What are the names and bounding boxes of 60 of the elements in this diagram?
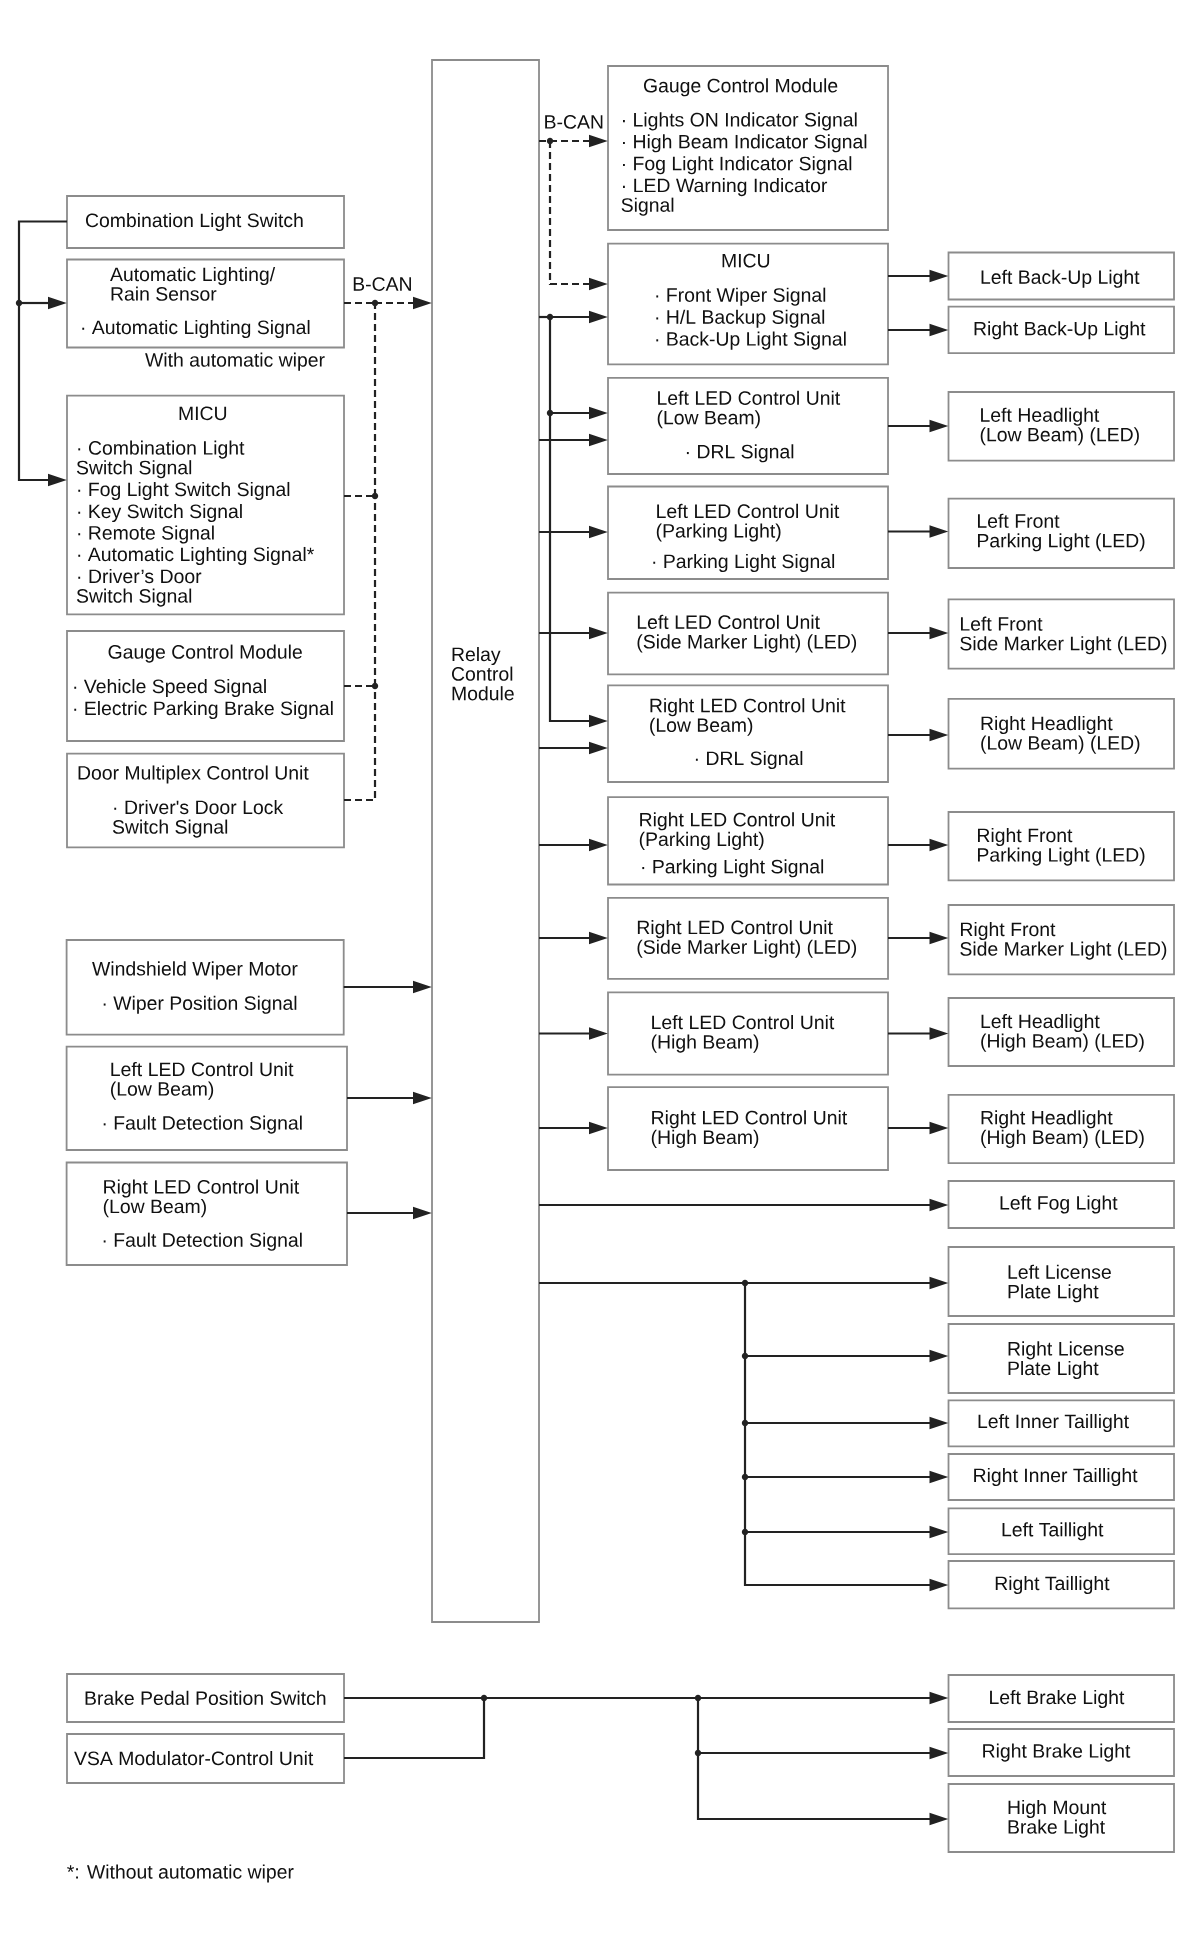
control-unit-box: Left LED Control Unit (Low Beam) · Fault Detection Signal <box>65 1045 348 1151</box>
connector-line <box>484 1696 698 1700</box>
sensor-box: Automatic Lighting/ Rain Sensor · Automatic Lighting Signal <box>66 258 345 349</box>
connector-line <box>743 1423 747 1477</box>
light-box: Right Headlight (High Beam) (LED) <box>947 1093 1175 1165</box>
control-unit-box: Right LED Control Unit (Parking Light) · Parking Light Signal <box>607 796 889 886</box>
light-box: Left Front Parking Light (LED) <box>947 497 1175 569</box>
control-unit-box: Gauge Control Module · Lights ON Indicator Signal · High Beam Indicator Signal · Fog Light Indicator Signal · LED Warning Indicator Signal <box>607 65 889 231</box>
light-box: Right Front Parking Light (LED) <box>947 811 1175 882</box>
light-box: Right Headlight (Low Beam) (LED) <box>947 697 1175 770</box>
control-unit-box: Door Multiplex Control Unit · Driver's Door Lock Switch Signal <box>66 752 345 849</box>
light-box: Left Front Side Marker Light (LED) <box>947 598 1175 670</box>
control-unit-box: Right LED Control Unit (High Beam) <box>607 1086 889 1171</box>
control-unit-box: Left LED Control Unit (Side Marker Light) (LED) <box>607 591 889 676</box>
light-box: Left Headlight (High Beam) (LED) <box>947 997 1175 1067</box>
edge-label: B-CAN <box>351 276 414 292</box>
relay-module-box: Relay Control Module <box>431 59 540 1623</box>
dashed-line <box>344 684 375 688</box>
dashed-line <box>344 301 375 305</box>
connector-line <box>539 1281 745 1285</box>
footnote: *: Without automatic wiper <box>67 1864 294 1883</box>
light-box: Left Fog Light <box>947 1180 1175 1229</box>
light-box: High Mount Brake Light <box>947 1783 1175 1853</box>
light-box: Left Taillight <box>947 1507 1175 1556</box>
dashed-line <box>344 494 375 498</box>
light-box: Left Back-Up Light <box>947 251 1175 301</box>
control-unit-box: Right LED Control Unit (Low Beam) · DRL Signal <box>607 684 889 783</box>
control-unit-box: Left LED Control Unit (Low Beam) · DRL Signal <box>607 376 889 475</box>
light-box: Right Brake Light <box>947 1728 1175 1777</box>
control-unit-box: Right LED Control Unit (Side Marker Light) (LED) <box>607 897 889 980</box>
dashed-line <box>373 303 377 496</box>
control-unit-box: Gauge Control Module · Vehicle Speed Signal · Electric Parking Brake Signal <box>66 630 345 742</box>
light-box: Left Inner Taillight <box>947 1399 1175 1448</box>
light-box: Right Front Side Marker Light (LED) <box>947 904 1175 976</box>
connector-line <box>696 1698 700 1753</box>
light-box: Right Back-Up Light <box>947 305 1175 355</box>
connector-line <box>344 1698 486 1760</box>
control-unit-box: VSA Modulator-Control Unit <box>66 1733 345 1784</box>
edge-label: B-CAN <box>542 114 605 130</box>
light-box: Right Taillight <box>947 1560 1175 1610</box>
switch-box: Brake Pedal Position Switch <box>66 1673 345 1723</box>
control-unit-box: MICU · Combination Light Switch Signal · Fog Light Switch Signal · Key Switch Signal · Remote Signal · Automatic Lighting Signal* · Driver’s Door Switch Signal <box>66 394 345 616</box>
connector-line <box>548 317 552 413</box>
control-unit-box: Right LED Control Unit (Low Beam) · Fault Detection Signal <box>65 1161 348 1266</box>
light-box: Right Inner Taillight <box>947 1453 1175 1501</box>
connector-line <box>743 1477 747 1532</box>
light-box: Left Headlight (Low Beam) (LED) <box>947 391 1175 462</box>
connector-line <box>344 1696 484 1700</box>
connector-line <box>743 1356 747 1423</box>
light-box: Left License Plate Light <box>947 1246 1175 1317</box>
switch-box: Combination Light Switch <box>66 195 345 249</box>
control-unit-box: Left LED Control Unit (High Beam) <box>607 991 889 1076</box>
variant-note: With automatic wiper <box>145 352 325 371</box>
light-box: Right License Plate Light <box>947 1323 1175 1394</box>
motor-box: Windshield Wiper Motor · Wiper Position Signal <box>65 939 345 1036</box>
control-unit-box: Left LED Control Unit (Parking Light) · Parking Light Signal <box>607 485 889 580</box>
control-unit-box: MICU · Front Wiper Signal · H/L Backup Signal · Back-Up Light Signal <box>607 242 889 366</box>
connector-line <box>17 220 67 303</box>
connector-line <box>743 1283 747 1356</box>
light-box: Left Brake Light <box>947 1674 1175 1723</box>
